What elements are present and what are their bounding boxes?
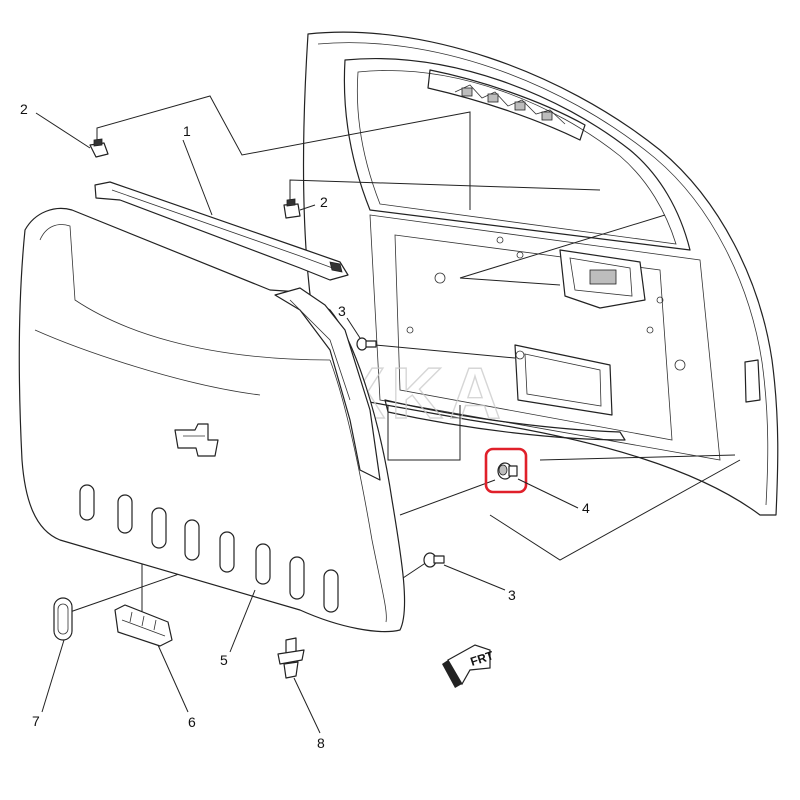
callout-5: 5 xyxy=(220,652,228,668)
callout-3-lower: 3 xyxy=(508,587,516,603)
callout-leaders xyxy=(35,112,579,734)
retainer-clip-upper-right xyxy=(283,198,301,219)
callout-2-right: 2 xyxy=(320,194,328,210)
pull-handle-cup xyxy=(114,604,173,647)
handle-cover xyxy=(53,597,73,641)
callout-6: 6 xyxy=(188,714,196,730)
highlight-box xyxy=(484,447,528,494)
callout-2-left: 2 xyxy=(20,101,28,117)
retainer-clip-upper-left xyxy=(89,138,109,158)
liftgate-inner-panel xyxy=(302,31,779,516)
callout-3-upper: 3 xyxy=(338,303,346,319)
callout-8: 8 xyxy=(317,735,325,751)
callout-4: 4 xyxy=(582,500,590,516)
push-pin-lower xyxy=(423,552,445,568)
push-pin-upper xyxy=(356,337,377,351)
bumper-part xyxy=(497,462,518,480)
push-retainer xyxy=(277,637,305,679)
upper-trim-panel xyxy=(94,181,349,281)
assembly-lines xyxy=(69,95,741,613)
lower-trim-panel xyxy=(18,207,406,633)
callout-7: 7 xyxy=(32,713,40,729)
callout-1: 1 xyxy=(183,123,191,139)
front-arrow-icon: FRT xyxy=(442,644,496,688)
